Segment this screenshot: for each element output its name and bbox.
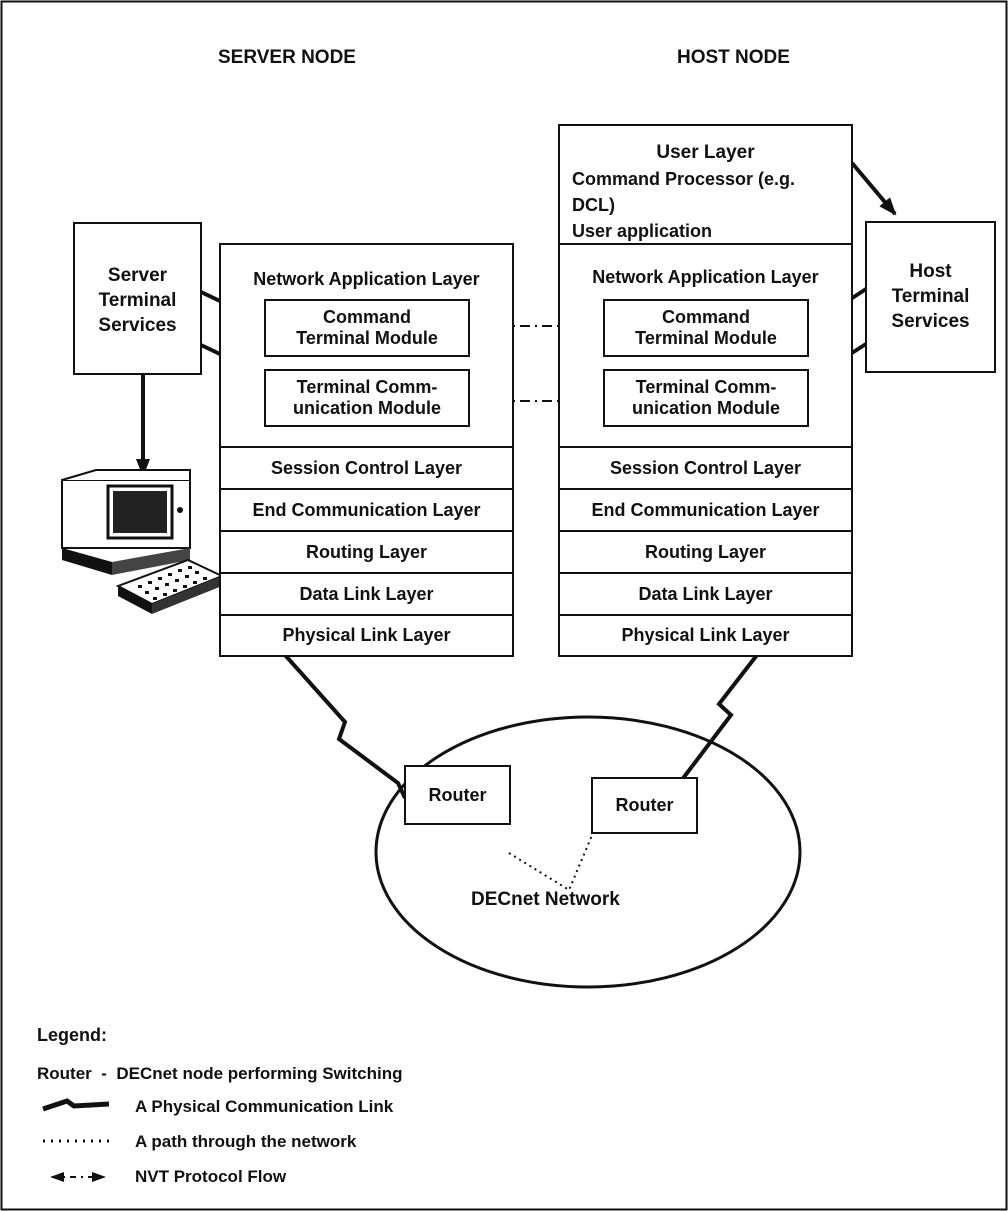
arrow-user-to-host-services bbox=[850, 161, 897, 216]
legend-path-label: A path through the network bbox=[135, 1132, 357, 1151]
host-services-line-2: Terminal bbox=[891, 286, 970, 307]
server-routing-layer: Routing Layer bbox=[221, 532, 512, 574]
server-node-header: SERVER NODE bbox=[218, 47, 356, 68]
decnet-network-label: DECnet Network bbox=[471, 889, 620, 910]
legend-nvt-label: NVT Protocol Flow bbox=[135, 1167, 287, 1186]
host-comm-line-1: Terminal Comm- bbox=[635, 377, 777, 397]
user-layer-line-1: Command Processor (e.g. bbox=[572, 169, 796, 189]
host-physical-link-layer: Physical Link Layer bbox=[621, 625, 790, 645]
host-end-communication-layer: End Communication Layer bbox=[560, 490, 851, 532]
host-network-application-layer: Network Application Layer bbox=[560, 245, 851, 448]
host-comm-line-2: unication Module bbox=[632, 398, 780, 418]
server-app-layer-label: Network Application Layer bbox=[253, 269, 480, 289]
host-cmd-line-1: Command bbox=[661, 307, 750, 327]
host-terminal-communication-module: Terminal Comm- unication Module bbox=[603, 369, 809, 427]
router-left: Router bbox=[404, 765, 511, 825]
host-terminal-services-box: Host Terminal Services bbox=[865, 221, 996, 373]
host-app-layer-label: Network Application Layer bbox=[592, 267, 819, 287]
user-layer-line-2: DCL) bbox=[572, 195, 615, 215]
legend-physical-link-label: A Physical Communication Link bbox=[135, 1097, 394, 1116]
host-user-layer: User Layer Command Processor (e.g. DCL) … bbox=[560, 126, 851, 245]
server-services-line-1: Server bbox=[107, 265, 168, 286]
host-node-header: HOST NODE bbox=[677, 47, 790, 68]
server-command-terminal-module: Command Terminal Module bbox=[264, 299, 470, 357]
server-protocol-stack: Network Application Layer Command Termin… bbox=[219, 243, 514, 657]
server-cmd-line-1: Command bbox=[322, 307, 411, 327]
server-end-communication-layer: End Communication Layer bbox=[221, 490, 512, 532]
host-services-line-3: Services bbox=[891, 311, 970, 332]
server-cmd-line-2: Terminal Module bbox=[296, 328, 438, 348]
network-path bbox=[508, 832, 594, 892]
host-cmd-line-2: Terminal Module bbox=[635, 328, 777, 348]
legend-router-definition: Router - DECnet node performing Switchin… bbox=[37, 1064, 403, 1083]
router-right: Router bbox=[591, 777, 698, 834]
user-layer-title: User Layer bbox=[656, 142, 755, 163]
server-terminal-communication-module: Terminal Comm- unication Module bbox=[264, 369, 470, 427]
host-services-line-1: Host bbox=[909, 261, 952, 282]
server-services-line-2: Terminal bbox=[98, 290, 177, 311]
host-data-link-layer: Data Link Layer bbox=[560, 574, 851, 616]
legend-title: Legend: bbox=[37, 1025, 107, 1045]
server-session-control-layer: Session Control Layer bbox=[221, 448, 512, 490]
server-data-link-layer: Data Link Layer bbox=[221, 574, 512, 616]
server-terminal-services-box: Server Terminal Services bbox=[73, 222, 202, 375]
user-layer-line-3: User application bbox=[572, 221, 713, 241]
host-command-terminal-module: Command Terminal Module bbox=[603, 299, 809, 357]
host-session-control-layer: Session Control Layer bbox=[560, 448, 851, 490]
network-cloud bbox=[374, 715, 802, 989]
server-comm-line-2: unication Module bbox=[293, 398, 441, 418]
host-protocol-stack: User Layer Command Processor (e.g. DCL) … bbox=[558, 124, 853, 657]
server-comm-line-1: Terminal Comm- bbox=[296, 377, 438, 397]
physical-link-server bbox=[283, 653, 407, 799]
host-routing-layer: Routing Layer bbox=[560, 532, 851, 574]
legend-physical-link-symbol bbox=[42, 1098, 110, 1112]
server-physical-link-layer: Physical Link Layer bbox=[282, 625, 451, 645]
computer-terminal-icon bbox=[61, 469, 225, 614]
server-services-line-3: Services bbox=[98, 315, 177, 336]
server-network-application-layer: Network Application Layer bbox=[221, 245, 512, 448]
